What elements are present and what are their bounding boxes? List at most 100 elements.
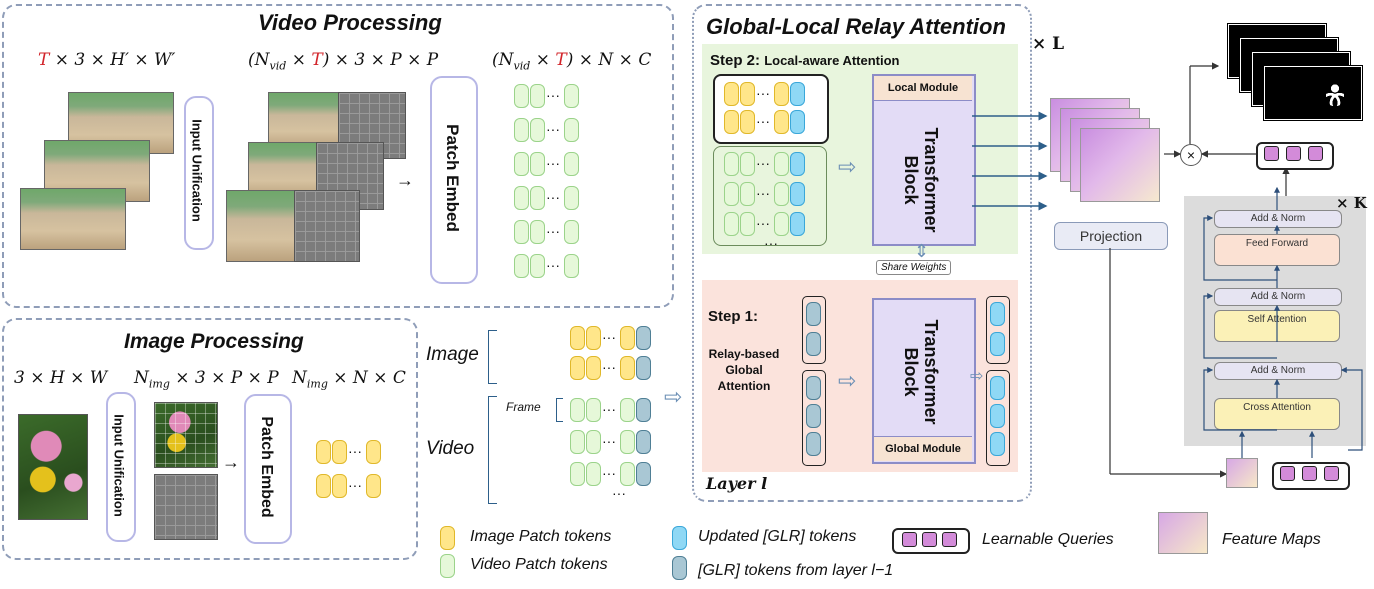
step2-video-row-3-token [740, 212, 755, 236]
output-query-1 [1264, 146, 1279, 161]
step1-out-image-group [986, 296, 1010, 364]
decoder-feature-input [1226, 458, 1258, 488]
frame-label: Frame [506, 400, 541, 414]
step2-video-row-1-token [790, 152, 805, 176]
legend-learnable-queries: Learnable Queries [982, 531, 1114, 548]
step2-video-row-1-token [774, 152, 789, 176]
patched-frame-1a [226, 190, 296, 262]
step2-image-row-2-token [724, 110, 739, 134]
image-input-shape: 3 × H × W [14, 368, 108, 388]
video-input-unification-box [184, 96, 214, 250]
step2-video-row-2-token [740, 182, 755, 206]
mid-image-row-2-token [620, 356, 635, 380]
step2-image-row-1-token [724, 82, 739, 106]
legend-image-patch: Image Patch tokens [470, 528, 612, 545]
image-token-row-2-dots: ··· [348, 477, 362, 493]
video-token-row-3-token [564, 152, 579, 176]
layer-label: Layer l [706, 474, 768, 493]
multiply-node: × [1180, 144, 1202, 166]
video-token-row-6-token [514, 254, 529, 278]
image-token-row-1-token [316, 440, 331, 464]
step2-video-row-2-dots: ··· [756, 185, 770, 201]
mid-video-row-2-dots: ··· [602, 433, 616, 449]
step1-image-group [802, 296, 826, 364]
video-processing-title: Video Processing [258, 10, 442, 35]
step2-label: Step 2: [710, 52, 761, 69]
mid-video-row-1-token [570, 398, 585, 422]
video-token-row-5-token [514, 220, 529, 244]
step2-video-row-3-token [724, 212, 739, 236]
mid-image-row-2-token [570, 356, 585, 380]
padded-image-patches [154, 474, 218, 540]
mid-video-row-2-token [636, 430, 651, 454]
global-module: Global Module [874, 436, 972, 461]
image-token-row-1-token [366, 440, 381, 464]
step2-video-row-1-dots: ··· [756, 155, 770, 171]
step2-image-row-2-dots: ··· [756, 113, 770, 129]
step2-video-group [713, 146, 827, 246]
patched-image [154, 402, 218, 468]
output-mask-4 [1263, 65, 1363, 121]
image-patch-embed-label: Patch Embed [258, 416, 275, 518]
transformer-output-arrows [972, 111, 1048, 211]
video-token-row-6-dots: ··· [546, 257, 560, 273]
step2-video-row-3-token [774, 212, 789, 236]
projection-box: Projection [1054, 222, 1168, 250]
video-brace [488, 396, 497, 504]
step2-video-row-3-token [790, 212, 805, 236]
cyclist-silhouette [1326, 84, 1344, 106]
image-token-row-2-token [316, 474, 331, 498]
mid-image-row-1-dots: ··· [602, 329, 616, 345]
feature-map-4 [1080, 128, 1160, 202]
mid-video-row-1-token [636, 398, 651, 422]
mid-image-row-1-token [636, 326, 651, 350]
step2-more-dots: ··· [764, 235, 778, 251]
step2-image-row-2-token [774, 110, 789, 134]
mid-video-row-3-token [586, 462, 601, 486]
step1-updated-glr-token [990, 376, 1005, 400]
video-token-row-1-token [564, 84, 579, 108]
step2-image-row-1-token [790, 82, 805, 106]
step1-out-video-group [986, 370, 1010, 466]
video-token-row-1-dots: ··· [546, 87, 560, 103]
image-token-shape: Nimg × N × C [292, 368, 406, 391]
video-patch-embed-box [430, 76, 478, 284]
legend-query-1 [902, 532, 917, 547]
mid-video-row-2-token [570, 430, 585, 454]
glr-repeat-label: × L [1032, 34, 1065, 54]
video-token-row-3-token [514, 152, 529, 176]
video-processing-panel [2, 4, 674, 308]
step2-image-row-2-token [790, 110, 805, 134]
video-token-row-2-token [564, 118, 579, 142]
share-weights-arrow: ⇕ [914, 241, 930, 261]
video-token-row-2-token [514, 118, 529, 142]
feed-forward-box: Feed Forward [1214, 234, 1340, 266]
step1-updated-glr-token [990, 332, 1005, 356]
step2-transformer-label: Transformer Block [901, 127, 941, 233]
step1-label: Step 1: [708, 308, 759, 325]
video-input-label: Video [426, 438, 475, 459]
image-patch-embed-box [244, 394, 292, 544]
step1-transformer-label: Transformer Block [901, 319, 941, 425]
video-token-row-5-token [530, 220, 545, 244]
video-token-row-2-dots: ··· [546, 121, 560, 137]
step2-video-row-2-token [790, 182, 805, 206]
mid-video-row-3-dots: ··· [602, 465, 616, 481]
mid-video-row-1-token [620, 398, 635, 422]
mid-video-row-1-token [586, 398, 601, 422]
mid-image-row-1-token [620, 326, 635, 350]
step1-name: Relay-based Global Attention [708, 347, 780, 393]
video-token-row-3-dots: ··· [546, 155, 560, 171]
legend-image-token-icon [440, 526, 455, 550]
legend-feature-maps: Feature Maps [1222, 531, 1321, 548]
mid-image-row-1-token [586, 326, 601, 350]
mid-video-row-3-token [570, 462, 585, 486]
step1-video-group [802, 370, 826, 466]
output-query-3 [1308, 146, 1323, 161]
legend-query-3 [942, 532, 957, 547]
mid-video-row-2-token [586, 430, 601, 454]
decoder-repeat-label: × K [1336, 194, 1367, 212]
step2-name: Local-aware Attention [764, 53, 900, 68]
video-token-row-5-dots: ··· [546, 223, 560, 239]
video-token-row-6-token [530, 254, 545, 278]
